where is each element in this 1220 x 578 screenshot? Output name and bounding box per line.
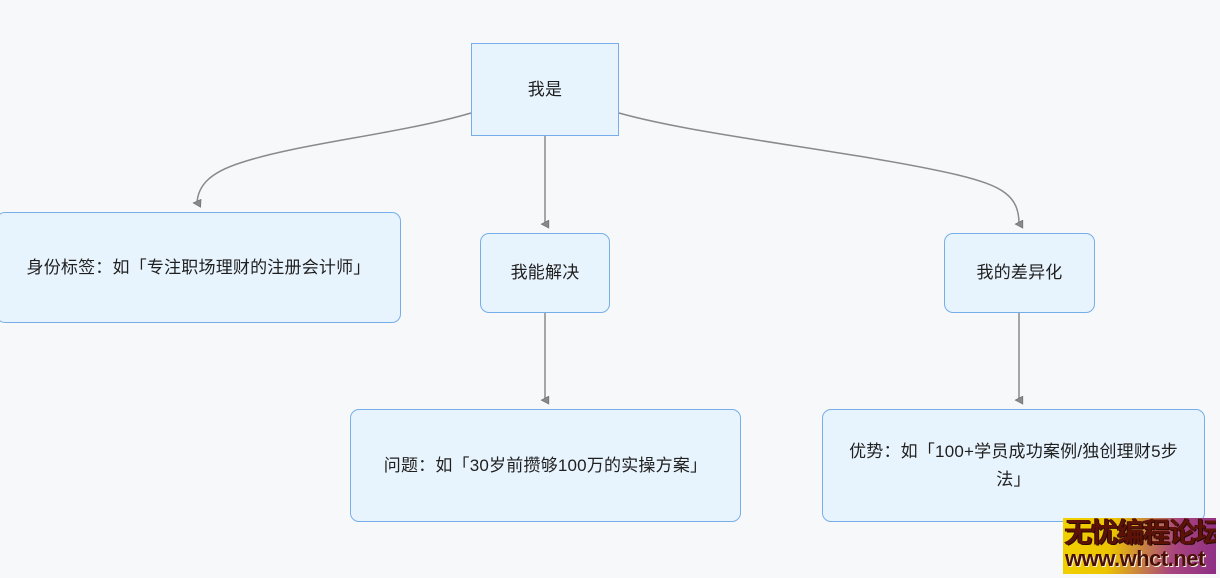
node-problem-example-label: 问题：如「30岁前攒够100万的实操方案」 (383, 455, 708, 475)
node-root[interactable]: 我是 (471, 43, 619, 136)
node-identity-tag-label: 身份标签：如「专注职场理财的注册会计师」 (26, 257, 371, 277)
node-identity-tag[interactable]: 身份标签：如「专注职场理财的注册会计师」 (0, 212, 401, 323)
edge-root-to-identity (197, 112, 472, 203)
node-advantage-example-label: 优势：如「100+学员成功案例/独创理财5步法」 (849, 441, 1178, 489)
node-problem-example[interactable]: 问题：如「30岁前攒够100万的实操方案」 (350, 409, 741, 522)
watermark-site-url: www.whct.net (1065, 546, 1205, 571)
node-my-differentiation[interactable]: 我的差异化 (944, 233, 1095, 313)
watermark-site-name: 无忧编程论坛 (1065, 518, 1216, 548)
node-i-can-solve-label: 我能解决 (510, 263, 580, 283)
node-advantage-example[interactable]: 优势：如「100+学员成功案例/独创理财5步法」 (822, 409, 1205, 522)
node-my-differentiation-label: 我的差异化 (976, 263, 1063, 283)
node-root-label: 我是 (527, 79, 563, 99)
watermark: 无忧编程论坛 www.whct.net (1063, 518, 1216, 574)
node-i-can-solve[interactable]: 我能解决 (480, 233, 610, 313)
edge-root-to-diff (618, 112, 1019, 224)
